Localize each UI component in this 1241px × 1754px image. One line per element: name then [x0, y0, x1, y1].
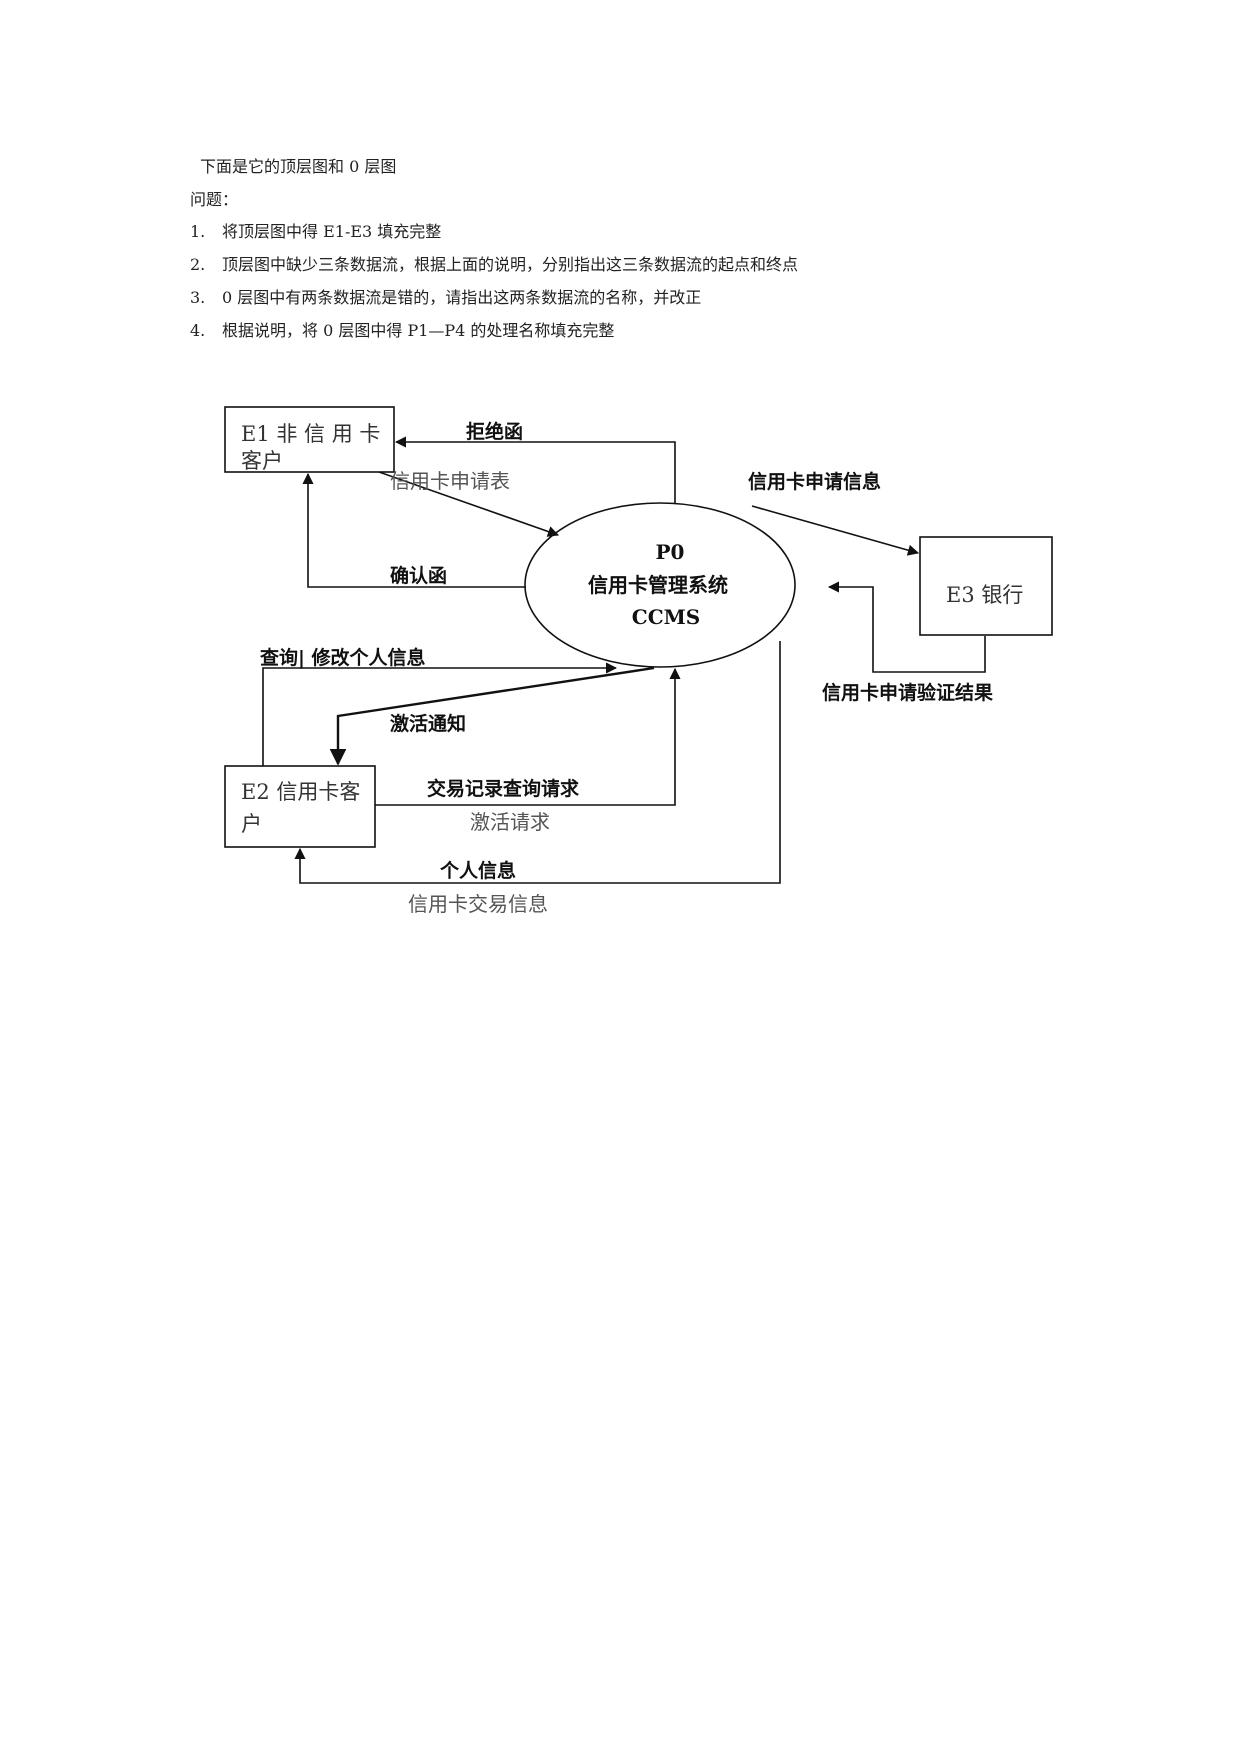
flow-reject-letter-label: 拒绝函 — [466, 420, 523, 443]
flow-application-form-line — [378, 471, 560, 537]
flow-reject-letter: 拒绝函 — [394, 420, 676, 503]
entity-e2-box — [224, 765, 376, 848]
flow-transaction-query: 交易记录查询请求 激活请求 — [375, 667, 681, 834]
question-number: 1. — [190, 222, 206, 241]
question-item: 2. 顶层图中缺少三条数据流，根据上面的说明，分别指出这三条数据流的起点和终点 — [190, 254, 798, 287]
entity-e2: E2 信用卡客 户 — [224, 765, 376, 848]
entity-e3: E3 银行 — [919, 536, 1053, 636]
flow-transaction-query-line — [375, 667, 681, 806]
process-p0-abbr: CCMS — [632, 605, 700, 629]
flow-personal-info-line — [294, 641, 781, 884]
flow-application-info-line — [751, 505, 920, 556]
question-number: 2. — [190, 255, 206, 274]
intro-text: 下面是它的顶层图和 0 层图 — [200, 157, 397, 176]
flow-transaction-info-label: 信用卡交易信息 — [408, 892, 548, 916]
flow-application-info-label: 信用卡申请信息 — [748, 470, 881, 493]
entity-e3-label: E3 银行 — [946, 583, 1023, 607]
flow-verify-result: 信用卡申请验证结果 — [822, 581, 993, 704]
process-p0-name: 信用卡管理系统 — [588, 573, 728, 597]
entity-e2-line1: E2 信用卡客 — [241, 780, 360, 804]
flow-confirm-letter-line — [302, 472, 526, 588]
questions-heading: 问题： — [190, 190, 239, 209]
flow-query-modify: 查询| 修改个人信息 — [259, 646, 618, 766]
entity-e1: E1 非 信 用 卡 客户 — [224, 406, 395, 473]
flow-personal-info-label: 个人信息 — [439, 859, 516, 882]
flow-confirm-letter-label: 确认函 — [390, 564, 447, 587]
flow-query-modify-line — [262, 662, 618, 766]
flow-activation-request-label: 激活请求 — [470, 810, 550, 834]
question-number: 3. — [190, 288, 206, 307]
flow-verify-result-line — [827, 581, 986, 673]
question-list: 1. 将顶层图中得 E1-E3 填充完整 2. 顶层图中缺少三条数据流，根据上面的说… — [190, 221, 798, 353]
question-text: 顶层图中缺少三条数据流，根据上面的说明，分别指出这三条数据流的起点和终点 — [222, 255, 799, 274]
process-p0-id: P0 — [656, 540, 685, 564]
entity-e3-box — [919, 536, 1053, 636]
flow-activation-notice: 激活通知 — [329, 666, 655, 766]
flow-activation-notice-line — [329, 666, 655, 766]
question-number: 4. — [190, 321, 206, 340]
flow-application-info: 信用卡申请信息 — [748, 470, 920, 556]
question-text: 0 层图中有两条数据流是错的，请指出这两条数据流的名称，并改正 — [222, 288, 702, 307]
question-text: 将顶层图中得 E1-E3 填充完整 — [222, 222, 442, 241]
entity-e1-line2: 客户 — [241, 449, 283, 473]
flow-activation-notice-label: 激活通知 — [390, 712, 466, 735]
process-p0-ellipse — [524, 502, 796, 668]
question-item: 1. 将顶层图中得 E1-E3 填充完整 — [190, 221, 798, 254]
entity-e1-line1: E1 非 信 用 卡 — [241, 422, 380, 446]
flow-verify-result-label: 信用卡申请验证结果 — [822, 681, 993, 704]
question-item: 4. 根据说明，将 0 层图中得 P1—P4 的处理名称填充完整 — [190, 320, 798, 353]
flow-application-form: 信用卡申请表 — [378, 469, 560, 537]
entity-e1-box — [224, 406, 395, 473]
flow-transaction-query-label: 交易记录查询请求 — [427, 777, 580, 800]
flow-personal-info: 个人信息 信用卡交易信息 — [294, 641, 781, 916]
process-p0: P0 信用卡管理系统 CCMS — [524, 502, 796, 668]
flow-reject-letter-line — [394, 436, 676, 503]
flow-confirm-letter: 确认函 — [302, 472, 526, 588]
question-item: 3. 0 层图中有两条数据流是错的，请指出这两条数据流的名称，并改正 — [190, 287, 798, 320]
entity-e2-line2: 户 — [241, 812, 262, 836]
question-text: 根据说明，将 0 层图中得 P1—P4 的处理名称填充完整 — [222, 321, 615, 340]
flow-application-form-label: 信用卡申请表 — [390, 469, 510, 493]
flow-query-modify-label: 查询| 修改个人信息 — [259, 646, 426, 669]
